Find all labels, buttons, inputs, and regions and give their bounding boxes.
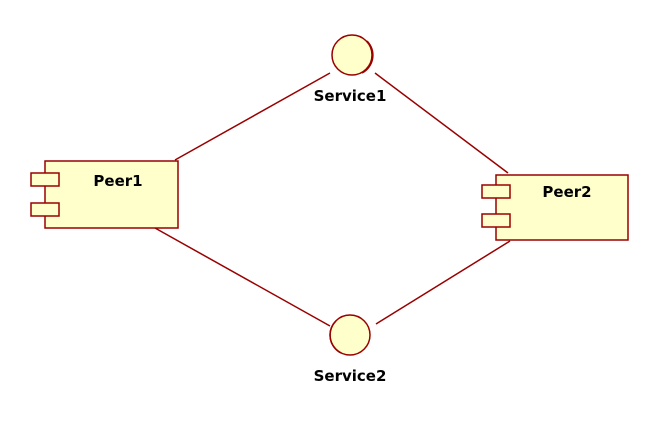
interface-service2[interactable]: Service2: [314, 314, 387, 385]
lollipop-interface-icon: [331, 34, 373, 76]
connector-peer1-service2: [154, 227, 331, 327]
interface-service2-shadow-arc: [329, 320, 342, 354]
interface-service1[interactable]: Service1: [314, 34, 387, 105]
component-peer2-port-top: [481, 184, 511, 199]
component-peer1-port-top: [30, 172, 60, 187]
interface-service1-shadow-arc: [361, 40, 374, 74]
connector-peer1-service1: [174, 72, 331, 161]
component-peer2-label: Peer2: [542, 183, 591, 201]
interface-service2-label: Service2: [314, 367, 387, 385]
component-peer2[interactable]: Peer2: [481, 174, 629, 241]
component-peer1[interactable]: Peer1: [30, 160, 179, 229]
connector-service1-peer2: [374, 72, 509, 174]
component-peer1-label: Peer1: [93, 172, 142, 190]
interface-service1-label: Service1: [314, 87, 387, 105]
component-peer1-port-bottom: [30, 202, 60, 217]
component-peer2-port-bottom: [481, 213, 511, 228]
connector-service2-peer2: [375, 240, 511, 325]
component-peer1-body: [44, 160, 179, 229]
component-peer2-body: [495, 174, 629, 241]
